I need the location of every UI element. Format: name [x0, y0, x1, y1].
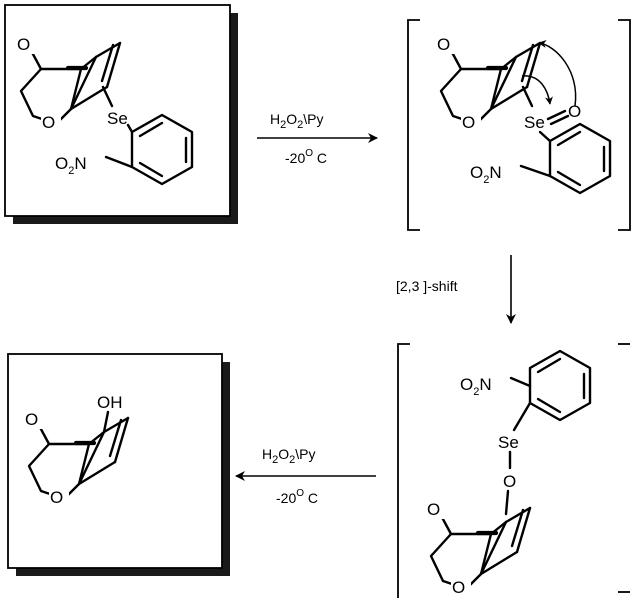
sigmatropic-shift-arrow: [2,3 ]-shift	[396, 255, 516, 324]
nitro-group: O2N	[55, 154, 87, 177]
ester-oxygen: O	[503, 472, 516, 491]
oxidation-arrow-bottom: H2O2\Py -20O C	[235, 446, 376, 506]
temperature-label-bottom: -20O C	[276, 488, 318, 506]
bridge-oxygen: O	[25, 410, 38, 429]
ring-oxygen: O	[452, 578, 465, 597]
oxidant-label-bottom: H2O2\Py	[262, 446, 316, 466]
bridge-oxygen: O	[437, 35, 450, 54]
temperature-label-top: -20O C	[285, 148, 327, 166]
selenium-atom: Se	[498, 433, 519, 452]
bridge-oxygen: O	[427, 500, 440, 519]
ring-oxygen: O	[50, 488, 63, 507]
ring-oxygen: O	[42, 113, 55, 132]
hydroxyl-group: OH	[97, 393, 123, 412]
selenium-atom: Se	[524, 113, 545, 132]
oxidant-label-top: H2O2\Py	[270, 111, 324, 131]
selenium-atom: Se	[107, 109, 128, 128]
bridge-oxygen: O	[17, 35, 30, 54]
product-box: O O OH	[7, 353, 230, 576]
electron-arrow-alkene-to-selenium	[521, 75, 553, 105]
ring-oxygen: O	[462, 113, 475, 132]
starting-material-box: O O Se O2N	[4, 4, 238, 224]
selenoxide-oxygen: O	[568, 102, 581, 121]
starting-material-structure: O O Se O2N	[16, 34, 194, 186]
allylic-alcohol-structure: O O OH	[24, 393, 128, 508]
selenoxide-intermediate: O O Se O O2N	[407, 19, 631, 231]
nitro-group: O2N	[470, 163, 502, 186]
selenenate-intermediate: O2N Se O O O	[397, 343, 630, 598]
electron-arrow-oxygen-to-alkene	[538, 39, 577, 107]
oxidation-arrow-top: H2O2\Py -20O C	[257, 111, 378, 166]
nitro-group: O2N	[460, 375, 492, 398]
shift-label: [2,3 ]-shift	[396, 278, 458, 294]
